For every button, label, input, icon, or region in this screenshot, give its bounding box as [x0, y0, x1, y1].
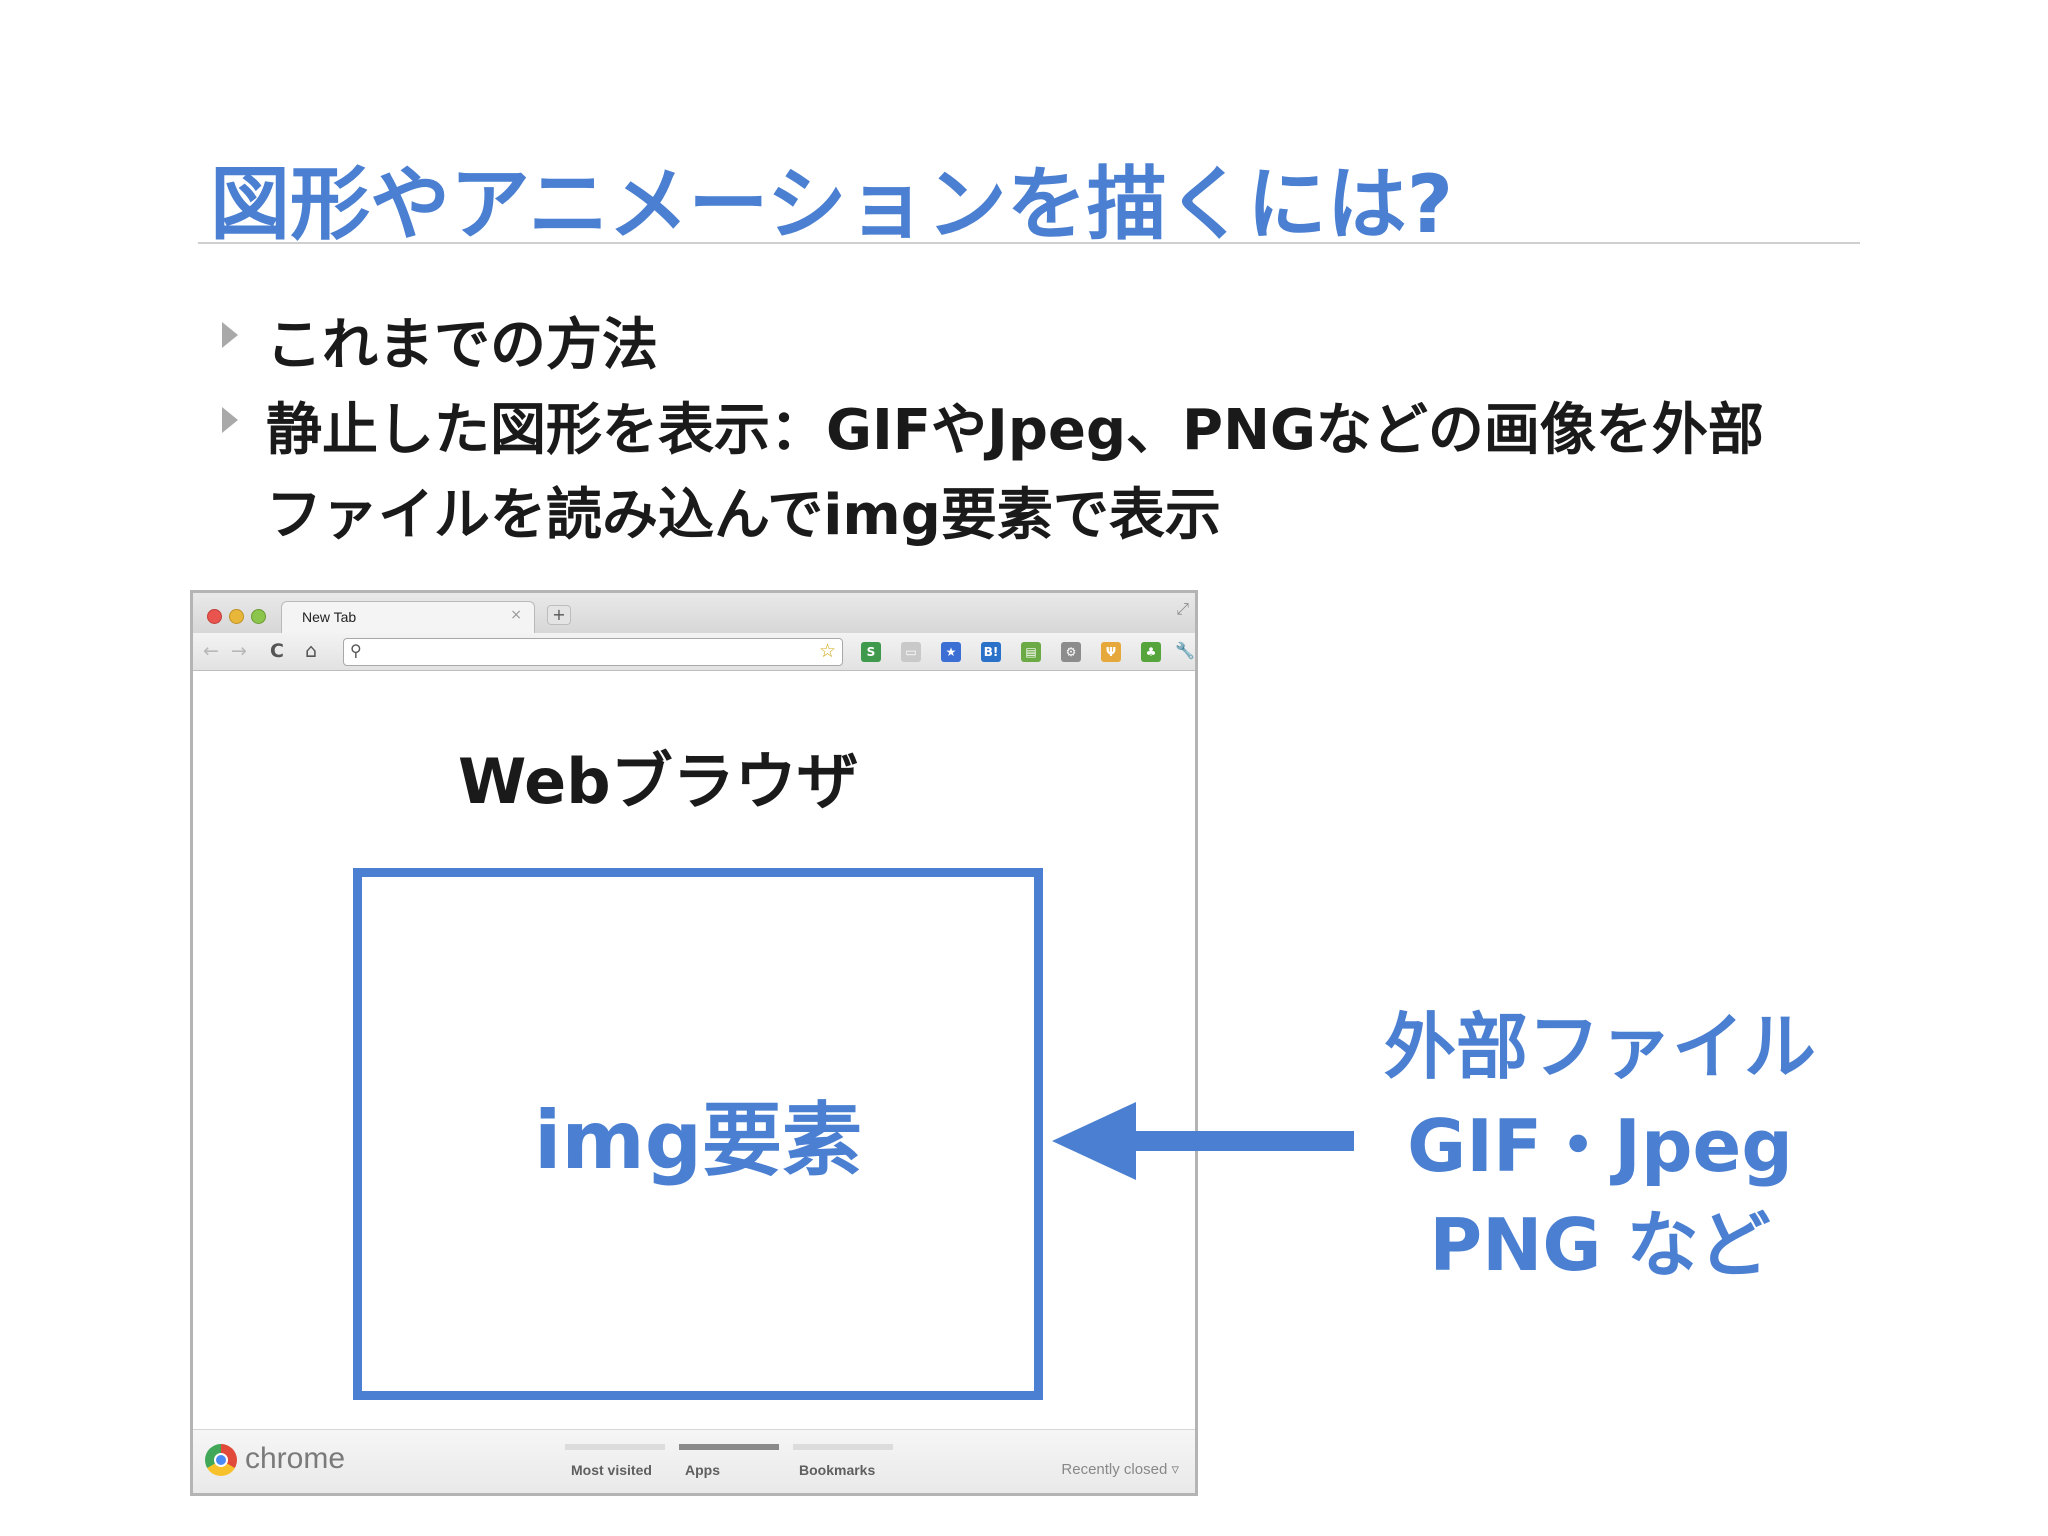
green-doc-extension-icon[interactable]: ▤ — [1021, 642, 1041, 662]
zoom-window-icon[interactable] — [251, 609, 266, 624]
reload-icon[interactable]: C — [270, 640, 284, 662]
blue-star-extension-icon[interactable]: ★ — [941, 642, 961, 662]
bullet-arrow-icon — [222, 407, 238, 433]
sprout-extension-icon[interactable]: ♣ — [1141, 642, 1161, 662]
tab-label: New Tab — [302, 609, 357, 625]
tab-bookmarks[interactable]: Bookmarks — [799, 1462, 876, 1478]
gear-extension-icon[interactable]: ⚙ — [1061, 642, 1081, 662]
bullet-1: これまでの方法 — [266, 313, 658, 378]
most-visited-indicator — [565, 1444, 665, 1450]
external-file-label: 外部ファイル — [1383, 1005, 1816, 1089]
arrow-left-icon — [1052, 1102, 1136, 1180]
title-divider — [198, 242, 1860, 244]
address-bar[interactable]: ⚲ ☆ — [343, 638, 843, 666]
chrome-logo-icon — [205, 1444, 237, 1476]
close-window-icon[interactable] — [207, 609, 222, 624]
slide-title: 図形やアニメーションを描くには? — [210, 158, 1454, 251]
arrow-shaft — [1100, 1131, 1354, 1151]
forward-icon[interactable]: → — [231, 640, 247, 662]
bullet-2: 静止した図形を表示：GIFやJpeg、PNGなどの画像を外部 — [266, 398, 1764, 463]
chrome-wordmark: chrome — [245, 1442, 346, 1475]
home-icon[interactable]: ⌂ — [304, 640, 318, 662]
browser-titlebar: New Tab × + ⤢ — [193, 593, 1195, 633]
tab-apps[interactable]: Apps — [685, 1462, 720, 1478]
green-extension-icon[interactable]: S — [861, 642, 881, 662]
new-tab-button[interactable]: + — [547, 605, 571, 625]
new-tab-bottom-bar: chrome Most visited Apps Bookmarks Recen… — [193, 1429, 1195, 1493]
apps-indicator — [679, 1444, 779, 1450]
tab-most-visited[interactable]: Most visited — [571, 1462, 652, 1478]
bullet-2-continuation: ファイルを読み込んでimg要素で表示 — [266, 483, 1221, 548]
wrench-icon[interactable]: 🔧 — [1175, 641, 1195, 660]
tab-close-icon[interactable]: × — [510, 607, 522, 623]
tab-new-tab[interactable]: New Tab × — [281, 601, 535, 633]
bullet-arrow-icon — [222, 322, 238, 348]
fullscreen-icon[interactable]: ⤢ — [1176, 599, 1189, 618]
minimize-window-icon[interactable] — [229, 609, 244, 624]
back-icon[interactable]: ← — [203, 640, 219, 662]
browser-content-label: Webブラウザ — [458, 745, 859, 818]
orange-extension-icon[interactable]: Ψ — [1101, 642, 1121, 662]
img-element-label: img要素 — [533, 1094, 863, 1187]
img-element-box: img要素 — [353, 868, 1043, 1400]
external-formats-label-2: PNG など — [1429, 1203, 1771, 1287]
browser-toolbar: ← → C ⌂ ⚲ ☆ S ▭ ★ B! ▤ ⚙ Ψ ♣ 🔧 — [193, 633, 1195, 671]
grey-extension-icon[interactable]: ▭ — [901, 642, 921, 662]
browser-window: New Tab × + ⤢ ← → C ⌂ ⚲ ☆ S ▭ ★ B! ▤ ⚙ Ψ ♣ 🔧 We… — [190, 590, 1198, 1496]
external-formats-label: GIF・Jpeg — [1407, 1104, 1793, 1188]
recently-closed-menu[interactable]: Recently closed ▿ — [1061, 1461, 1179, 1478]
bookmark-star-icon[interactable]: ☆ — [818, 640, 836, 662]
hatena-bookmark-icon[interactable]: B! — [981, 642, 1001, 662]
bookmarks-indicator — [793, 1444, 893, 1450]
search-icon: ⚲ — [350, 641, 362, 660]
